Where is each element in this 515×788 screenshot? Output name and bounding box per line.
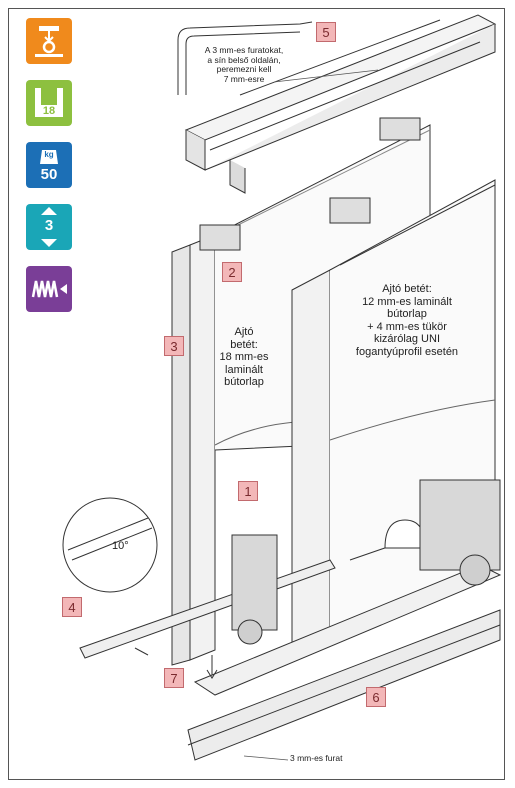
load-bearing-icon xyxy=(26,18,72,64)
callout-3: 3 xyxy=(164,336,184,356)
door-insert-left-label: Ajtó betét: 18 mm-es laminált bútorlap xyxy=(219,326,269,388)
diagram-frame xyxy=(8,8,505,780)
bottom-track xyxy=(193,564,502,696)
soft-close-icon xyxy=(26,266,72,312)
height-adjust-icon: 3 xyxy=(26,204,72,250)
panel-thickness-icon: 18 xyxy=(26,80,72,126)
left-door-panel xyxy=(189,234,216,661)
height-adjust-value: 3 xyxy=(44,217,54,234)
top-bracket xyxy=(177,21,313,95)
weight-value: 50 xyxy=(40,166,58,183)
callout-6: 6 xyxy=(366,687,386,707)
top-note: A 3 mm-es furatokat, a sín belső oldalán… xyxy=(204,45,284,84)
angle-label: 10° xyxy=(112,540,129,552)
right-door-frame xyxy=(291,269,331,656)
callout-5: 5 xyxy=(316,22,336,42)
callout-4: 4 xyxy=(62,597,82,617)
callout-1: 1 xyxy=(238,481,258,501)
panel-thickness-value: 18 xyxy=(42,105,56,117)
weight-unit: kg xyxy=(44,150,54,159)
callout-7: 7 xyxy=(164,668,184,688)
bottom-hole-label: 3 mm-es furat xyxy=(290,753,343,763)
callout-2: 2 xyxy=(222,262,242,282)
weight-capacity-icon: kg 50 xyxy=(26,142,72,188)
door-insert-right-label: Ajtó betét: 12 mm-es laminált bútorlap +… xyxy=(355,283,459,358)
